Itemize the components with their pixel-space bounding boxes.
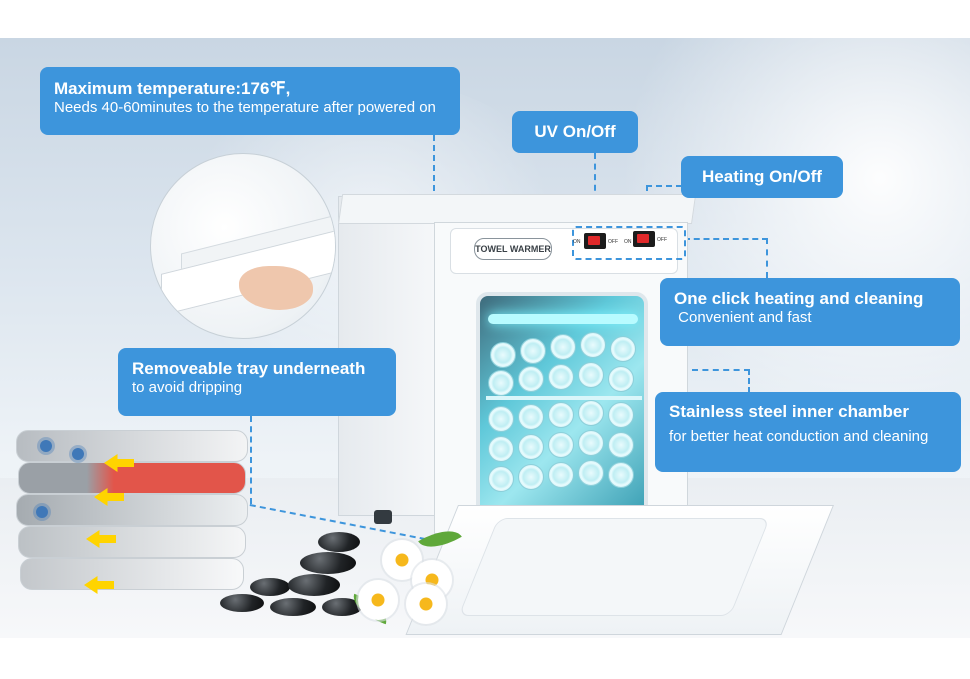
rolled-towel [580,332,606,358]
rolled-towel [518,366,544,392]
rolled-towel [578,430,604,456]
heating-switch-off-label: OFF [657,237,667,243]
folded-towel [20,558,244,590]
black-stone [288,574,340,596]
rolled-towel [608,402,634,428]
leader-tray-v [250,416,252,504]
callout-subtitle: for better heat conduction and cleaning [669,428,929,445]
rolled-towel [488,406,514,432]
uv-switch-off-label: OFF [608,239,618,245]
black-stone [318,532,360,552]
cabinet-top [338,194,697,224]
germ-icon [36,506,48,518]
rolled-towel [488,436,514,462]
rolled-towel [550,334,576,360]
black-stone [250,578,290,596]
black-stone [220,594,264,612]
leader-temperature [433,135,435,201]
rolled-towel [548,364,574,390]
rolled-towel [518,434,544,460]
leader-chamber-h [640,369,750,371]
callout-subtitle: Convenient and fast [674,309,812,326]
rolled-towel [548,462,574,488]
rolled-towel [608,432,634,458]
callout-uv-switch: UV On/Off [512,111,638,153]
leader-heating-h [646,185,682,187]
uv-switch-on-label: ON [573,239,581,245]
rolled-towel [518,404,544,430]
black-stone [270,598,316,616]
rolled-towel [488,370,514,396]
black-stone [322,598,362,616]
brand-label: TOWEL WARMER [474,238,552,260]
heating-switch-on-label: ON [624,239,632,245]
rolled-towel [520,338,546,364]
rolled-towel [578,400,604,426]
leader-uv [594,153,596,233]
cabinet-foot [374,510,392,524]
callout-subtitle: to avoid dripping [132,379,243,396]
rolled-towel [608,366,634,392]
rolled-towel [578,460,604,486]
callout-title: Maximum temperature:176℉, [54,79,291,98]
leader-chamber-v [748,369,750,393]
rolled-towel [488,466,514,492]
daisy-flower [358,580,398,620]
callout-heating-switch: Heating On/Off [681,156,843,198]
leader-oneclick-h [684,238,768,240]
callout-title: Heating On/Off [702,167,822,186]
folded-towel [16,430,248,462]
rolled-towel [578,362,604,388]
tray-zoom-bubble [150,153,336,339]
callout-subtitle: Needs 40-60minutes to the temperature af… [54,99,436,116]
callout-title: One click heating and cleaning [674,289,924,308]
hand [239,266,313,310]
rolled-towel [608,462,634,488]
callout-inner-chamber: Stainless steel inner chamber for better… [655,392,961,472]
callout-one-click: One click heating and cleaning Convenien… [660,278,960,346]
callout-removable-tray: Removeable tray underneath to avoid drip… [118,348,396,416]
folded-towel [16,494,248,526]
germ-icon [40,440,52,452]
inner-chamber-window [476,292,648,518]
callout-title: Stainless steel inner chamber [669,402,909,421]
rolled-towel [490,342,516,368]
rolled-towel [548,402,574,428]
black-stone [300,552,356,574]
heating-switch[interactable] [633,231,655,247]
germ-icon [72,448,84,460]
rolled-towel [548,432,574,458]
uv-switch[interactable] [584,233,606,249]
leader-oneclick-v [766,238,768,278]
rolled-towel [518,464,544,490]
rolled-towel [610,336,636,362]
callout-title: UV On/Off [534,122,616,141]
folded-towel [18,526,246,558]
daisy-flower [406,584,446,624]
switch-highlight [572,226,686,260]
callout-max-temperature: Maximum temperature:176℉, Needs 40-60min… [40,67,460,135]
door-inner-panel [458,518,770,616]
uv-lamp [488,314,638,324]
callout-title: Removeable tray underneath [132,359,366,378]
